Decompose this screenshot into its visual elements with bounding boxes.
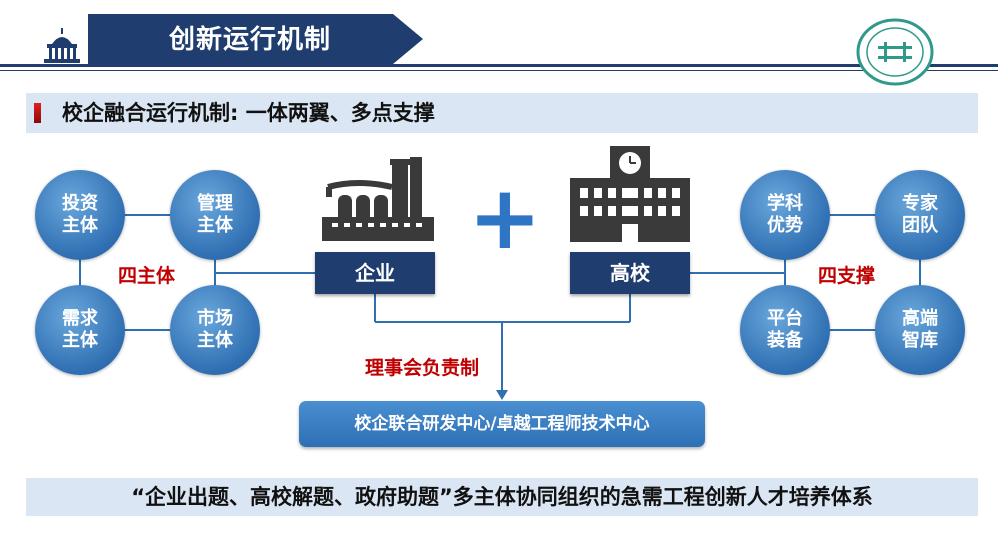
four-entities-label: 四主体 — [118, 265, 176, 287]
section-heading: 校企融合运行机制: 一体两翼、多点支撑 — [62, 101, 435, 125]
building-dome-icon — [44, 28, 80, 63]
four-supports-label: 四支撑 — [818, 265, 876, 287]
circle-management-entity: 管理主体 — [170, 170, 260, 260]
circle-investment-entity: 投资主体 — [35, 170, 125, 260]
section-marker — [34, 103, 41, 123]
circle-platform-equipment: 平台装备 — [740, 285, 830, 375]
circle-demand-entity: 需求主体 — [35, 285, 125, 375]
council-responsibility-label: 理事会负责制 — [365, 357, 480, 379]
summary-bar — [26, 478, 978, 516]
university-seal-icon — [856, 18, 934, 86]
circle-market-entity: 市场主体 — [170, 285, 260, 375]
plus-sign: + — [468, 166, 542, 269]
factory-icon — [322, 157, 434, 241]
section-bar — [26, 93, 978, 133]
header-divider-thin — [0, 70, 998, 71]
header-divider — [0, 64, 998, 67]
summary-text: “企业出题、高校解题、政府助题”多主体协同组织的急需工程创新人才培养体系 — [131, 485, 873, 509]
circle-expert-team: 专家团队 — [875, 170, 965, 260]
circle-think-tank: 高端智库 — [875, 285, 965, 375]
school-icon — [570, 146, 690, 242]
circle-discipline-advantage: 学科优势 — [740, 170, 830, 260]
university-box: 高校 — [570, 252, 690, 294]
page-title: 创新运行机制 — [168, 25, 331, 55]
joint-rd-center-box: 校企联合研发中心/卓越工程师技术中心 — [299, 401, 705, 447]
enterprise-box: 企业 — [315, 252, 435, 294]
title-banner — [88, 14, 423, 64]
